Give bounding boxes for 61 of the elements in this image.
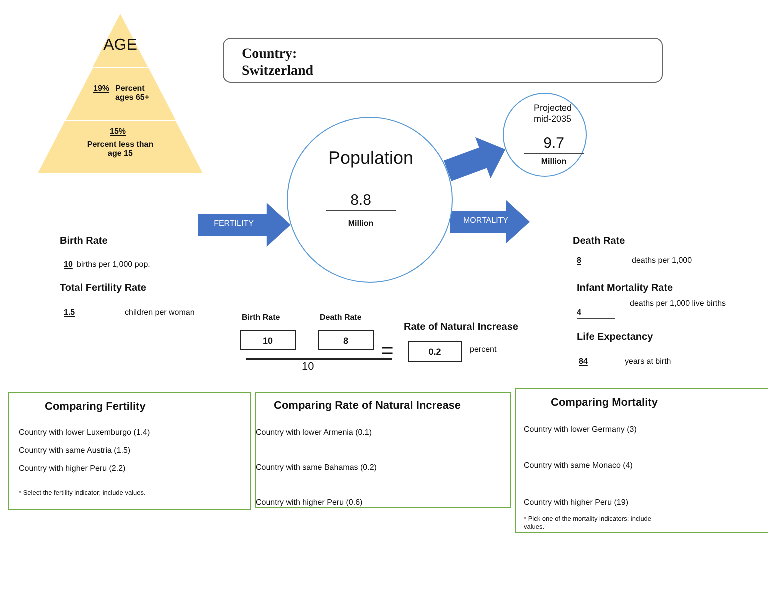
section-heading: Death Rate [573, 236, 626, 248]
answer-value: 10 [64, 260, 73, 270]
pyramid-top-segment [93, 14, 148, 67]
comparison-panel [255, 392, 511, 508]
panel-heading: Comparing Mortality [551, 397, 658, 410]
block-arrow [198, 203, 291, 247]
section-heading: Birth Rate [60, 236, 108, 248]
answer-box: 0.2 [408, 341, 462, 362]
unit-text: deaths per 1,000 live births [630, 299, 728, 309]
section-heading: Infant Mortality Rate [577, 283, 674, 295]
unit-text: Million [540, 157, 568, 167]
comparison-line: Country with lower Luxemburgo (1.4) [19, 428, 150, 438]
answer-value: 84 [579, 357, 588, 367]
denominator-text: 10 [302, 361, 314, 374]
country-box [223, 38, 663, 83]
comparison-line: Country with higher Peru (2.2) [19, 464, 126, 474]
unit-text: years at birth [625, 357, 672, 367]
block-arrow [450, 200, 530, 244]
percent-value: 15% [110, 126, 126, 136]
edge-label: MORTALITY [462, 216, 510, 226]
segment-caption: Percent less than age 15 [86, 140, 155, 159]
unit-text: percent [470, 345, 497, 355]
panel-heading: Comparing Fertility [45, 401, 146, 414]
percent-value: 19% [94, 84, 110, 94]
unit-text: births per 1,000 pop. [77, 260, 150, 270]
circle-heading: Projected mid-2035 [534, 103, 574, 125]
comparison-line: Country with same Austria (1.5) [19, 446, 131, 456]
comparison-line: Country with higher Peru (19) [524, 498, 628, 508]
segment-heading: AGE [102, 36, 138, 56]
section-heading: Life Expectancy [577, 332, 654, 344]
answer-box: 8 [318, 330, 374, 350]
answer-value: 4 [577, 308, 615, 319]
comparison-line: Country with lower Armenia (0.1) [256, 428, 372, 438]
pyramid-bottom-segment [38, 120, 203, 173]
comparison-panel [8, 392, 251, 510]
answer-box: 10 [240, 330, 296, 350]
circle-heading: Population [327, 148, 415, 170]
field-caption: Death Rate [320, 313, 362, 323]
population-value: 8.8 [326, 192, 396, 211]
projection-value: 9.7 [524, 135, 584, 154]
field-caption: Rate of Natural Increase [404, 322, 518, 334]
equals-sign: = [381, 338, 394, 364]
comparison-line: Country with same Bahamas (0.2) [256, 463, 377, 473]
answer-value: 8 [577, 256, 582, 266]
comparison-line: Country with higher Peru (0.6) [256, 498, 363, 508]
comparison-panel [515, 388, 768, 533]
country-heading: Country: [242, 47, 298, 64]
answer-value: 1.5 [64, 308, 76, 318]
panel-heading: Comparing Rate of Natural Increase [274, 400, 462, 414]
country-name: Switzerland [242, 64, 314, 81]
comparison-line: Country with lower Germany (3) [524, 425, 637, 435]
segment-caption: Percent ages 65+ [116, 84, 151, 103]
section-heading: Total Fertility Rate [60, 283, 146, 295]
pyramid-middle-segment [66, 68, 176, 120]
block-arrow [444, 137, 506, 182]
comparison-line: Country with same Monaco (4) [524, 461, 633, 471]
field-caption: Birth Rate [242, 313, 280, 323]
unit-text: Million [347, 219, 375, 229]
edge-label: FERTILITY [213, 219, 255, 229]
unit-text: deaths per 1,000 [632, 256, 694, 266]
unit-text: children per woman [125, 308, 195, 318]
